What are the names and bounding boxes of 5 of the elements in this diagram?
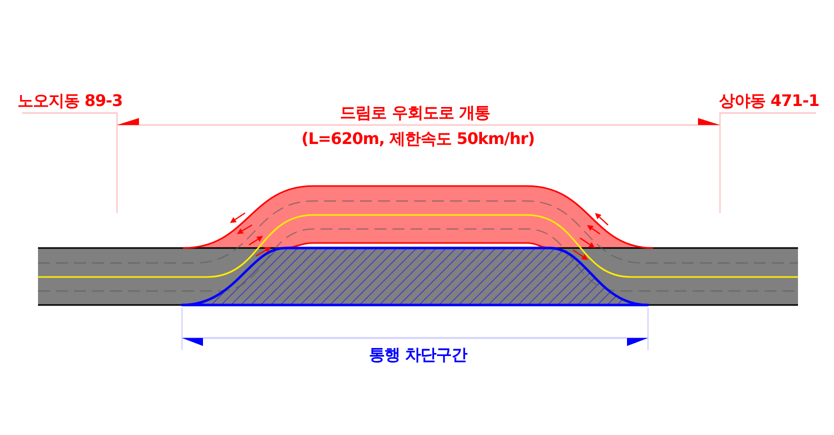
dimension-label: 드림로 우회도로 개통 <box>340 103 490 122</box>
location-label: 상야동 471-1 <box>718 91 820 110</box>
dimension-note: (L=620m, 제한속도 50km/hr) <box>301 129 535 148</box>
section-label: 통행 차단구간 <box>368 345 468 364</box>
location-label: 노오지동 89-3 <box>17 91 123 110</box>
